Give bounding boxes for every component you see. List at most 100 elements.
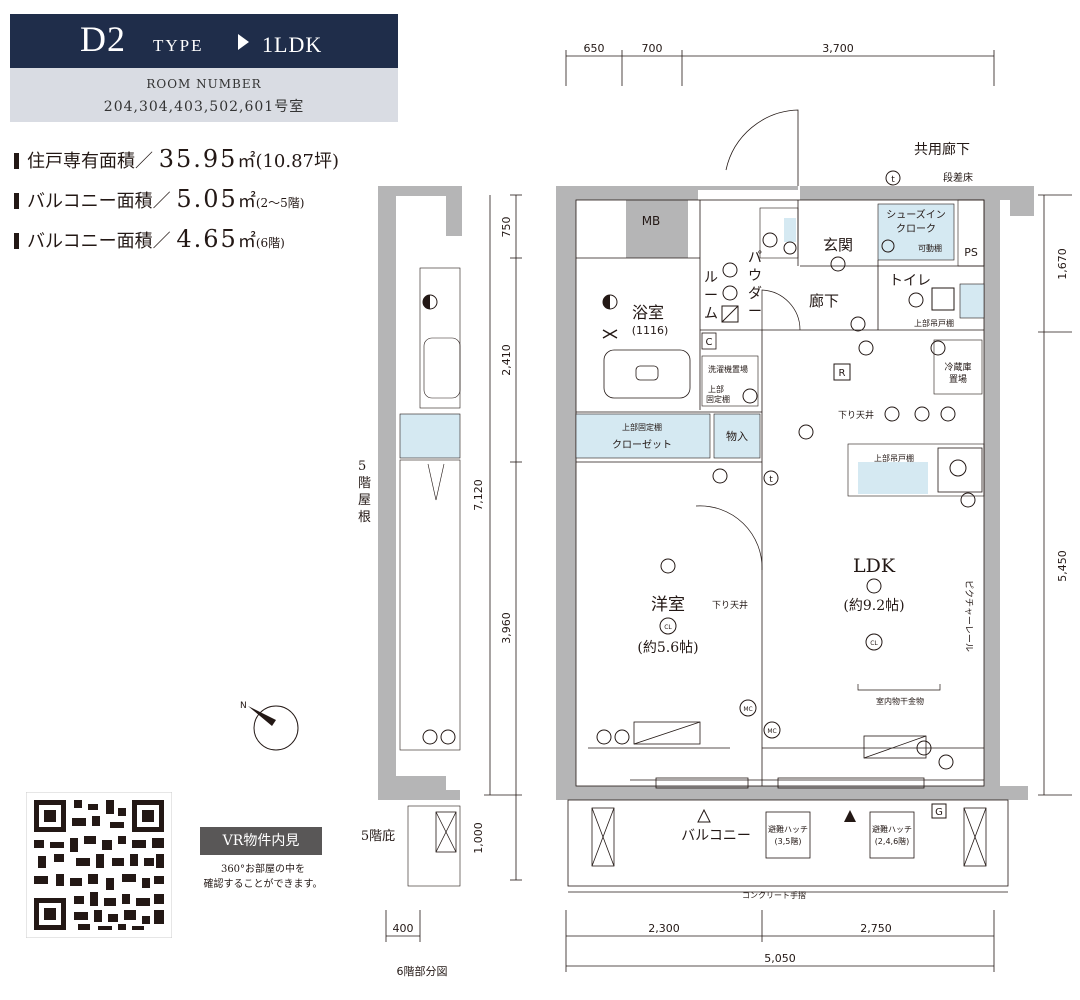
dim-left-3: 3,960	[500, 612, 513, 644]
area-label: バルコニー面積／	[27, 231, 171, 252]
dimension-lines-top	[565, 50, 995, 86]
dim-left-4: 1,000	[472, 822, 485, 854]
western-room-label: 洋室	[651, 595, 685, 615]
dimension-lines-left	[484, 194, 522, 881]
door-swing	[695, 505, 763, 571]
partial-6f-label: 6階部分図	[397, 964, 448, 978]
vr-note-line-2: 確認することができます。	[203, 879, 323, 890]
bathtub	[603, 349, 691, 399]
triangle-filled-icon	[844, 810, 856, 822]
fridge-label-2: 置場	[949, 373, 967, 385]
concrete-rail-label: コンクリート手摺	[742, 890, 806, 900]
room-number-box	[10, 68, 398, 122]
t-label-1: t	[891, 175, 895, 185]
room-number-label: ROOM NUMBER	[146, 77, 262, 91]
dim-bottom-1: 2,300	[648, 922, 680, 935]
t-icon	[763, 470, 779, 486]
hallway-label: 廊下	[809, 292, 839, 310]
light-icon	[884, 406, 900, 422]
closet-label: クローゼット	[612, 439, 672, 451]
qr-code[interactable]	[26, 792, 172, 938]
bath-size: (1116)	[632, 324, 669, 337]
picture-rail-label: ピクチャーレール	[963, 580, 974, 652]
escape-hatch-2-note: (2,4,6階)	[875, 836, 910, 846]
ceiling-light-icon	[659, 617, 677, 635]
svg-text:N: N	[240, 701, 247, 711]
t-icon	[885, 170, 901, 186]
c-box	[701, 332, 717, 350]
closet-shelf-label: 上部固定棚	[622, 422, 662, 432]
outlet-icon	[596, 729, 612, 745]
layout-type: 1LDK	[262, 32, 323, 57]
light-icon	[660, 558, 676, 574]
roof-5f-label-2: 階	[358, 476, 371, 491]
mc-icon	[763, 721, 781, 739]
escape-hatch-1-note: (3,5階)	[775, 836, 802, 846]
light-icon	[908, 292, 924, 308]
area-unit: ㎡	[237, 231, 256, 252]
light-icon	[722, 285, 738, 301]
light-icon	[722, 262, 738, 278]
vent-icon	[931, 287, 955, 311]
g-label: G	[935, 807, 943, 818]
storage-label: 物入	[726, 429, 748, 443]
ps-box	[957, 199, 985, 267]
dimension-lines-right	[1038, 194, 1072, 796]
ldk-label: LDK	[853, 555, 896, 577]
area-unit: ㎡	[237, 151, 256, 172]
escape-hatch-1-label: 避難ハッチ	[768, 824, 808, 834]
light-icon	[940, 406, 956, 422]
light-icon	[930, 340, 946, 356]
entrance-label: 玄関	[823, 236, 853, 254]
powder-room-label-5: ル	[704, 270, 718, 286]
upper-fixed-label-2: 固定棚	[706, 394, 730, 404]
shoes-in-cloak-label-2: クローク	[896, 223, 936, 235]
balcony-windows	[655, 777, 925, 789]
bullet-bar	[14, 153, 19, 169]
dim-left-1: 750	[500, 217, 513, 238]
cl-label-1: CL	[664, 624, 672, 631]
g-box	[931, 803, 947, 819]
kitchen-sink	[858, 462, 928, 494]
r-label: R	[839, 368, 846, 379]
light-icon	[798, 424, 814, 440]
light-icon	[881, 239, 895, 253]
vr-note-line-1: 360°お部屋の中を	[220, 864, 306, 875]
toilet-label: トイレ	[889, 273, 931, 289]
escape-hatch-2-label: 避難ハッチ	[872, 824, 912, 834]
fridge-area	[933, 339, 983, 395]
door-swing	[761, 289, 801, 331]
dim-top-2: 700	[642, 42, 663, 55]
ps-label: PS	[964, 246, 978, 259]
t-label-2: t	[769, 475, 773, 485]
stove	[937, 447, 983, 493]
step-floor-label: 段差床	[943, 171, 973, 184]
light-icon	[914, 406, 930, 422]
outlet-icon	[938, 754, 954, 770]
dim-right-1: 1,670	[1056, 248, 1069, 280]
roof-5f-label-4: 根	[358, 510, 371, 525]
kitchen-counter	[847, 443, 985, 497]
outlet-icon	[916, 740, 932, 756]
dim-bottom-2: 2,750	[860, 922, 892, 935]
outlet-icon	[712, 468, 728, 484]
light-icon	[866, 578, 882, 594]
light-icon	[762, 232, 778, 248]
balcony	[567, 799, 1009, 893]
cl-label-2: CL	[870, 640, 878, 647]
ac-unit	[633, 721, 701, 745]
c-label: C	[706, 337, 713, 348]
balcony-label: バルコニー	[681, 828, 751, 844]
common-corridor-label: 共用廊下	[914, 141, 970, 158]
vr-viewing-button[interactable]: VR物件内見	[200, 827, 322, 855]
indoor-dryer-label: 室内物干金物	[876, 696, 924, 706]
mc-label-1: MC	[743, 706, 752, 713]
area-label: 住戸専有面積／	[27, 151, 153, 172]
type-word: TYPE	[153, 36, 204, 55]
powder-room-label-3: ダ	[748, 286, 762, 302]
fridge-label-1: 冷蔵庫	[944, 361, 971, 373]
downlight-icon	[830, 256, 846, 272]
washer-area	[701, 355, 759, 407]
area-label: バルコニー面積／	[27, 191, 171, 212]
